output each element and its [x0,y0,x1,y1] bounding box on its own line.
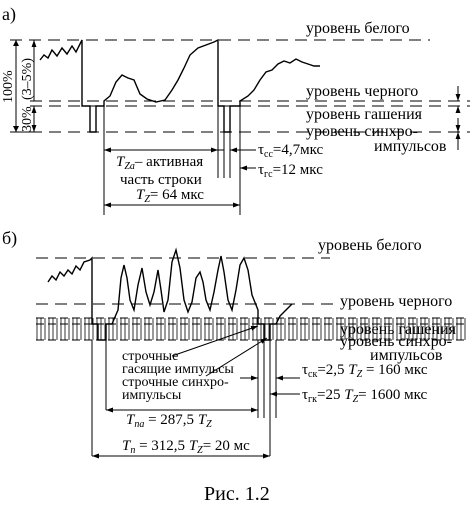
active-part-label-2: часть строки [120,172,202,188]
b-black-level-label: уровень черного [340,293,452,310]
pct-100-label: 100% [1,70,16,103]
a-white-level-label: уровень белого [306,20,410,37]
active-part-label: TZа– активная [116,154,203,172]
tau-sync-label: τсс=4,7мкс [258,142,324,160]
b-blank-level-label: уровень гашения [340,321,457,338]
tau-blank-label: τгс=12 мкс [258,162,323,180]
video-signal-waveform [39,38,320,133]
video-signal-waveform-b [47,247,293,341]
a-sync-level-label-2: импульсов [374,138,447,155]
line-sync-pulses-label-2: импульсы [122,388,182,403]
line-blank-pulses-label: строчные [122,349,178,364]
panel-b-label: б) [2,228,17,249]
tau-gk-label: τгк=25 TZ= 1600 мкс [302,387,427,405]
a-sync-level-label: уровень синхро- [306,123,418,140]
line-blank-pulses-label-2: гасящие импульсы [122,362,234,377]
a-black-level-label: уровень черного [306,83,418,100]
b-sync-level-label-2: импульсов [370,347,443,364]
pct-3-5-label: (3–5%) [20,58,35,100]
a-blank-level-label: уровень гашения [306,106,423,123]
b-white-level-label: уровень белого [318,237,422,254]
line-sync-pulses-label: строчные синхро- [122,375,229,390]
active-frame-label: Tnа = 287,5 TZ [126,412,212,430]
line-period-label: TZ= 64 мкс [136,187,204,205]
tau-sk-label: τск=2,5 TZ = 160 мкс [302,362,428,380]
panel-a-label: а) [2,4,16,25]
figure-caption: Рис. 1.2 [204,483,270,505]
b-sync-level-label: уровень синхро- [340,333,452,350]
pct-30-label: 30% [20,106,35,132]
panel-b: б) уровень белого уровень черного уровен… [2,228,468,459]
frame-period-label: Tn = 312,5 TZ= 20 мс [122,438,250,456]
panel-a: а) 100% (3–5%) 30% уровень белого уровен… [1,4,470,215]
